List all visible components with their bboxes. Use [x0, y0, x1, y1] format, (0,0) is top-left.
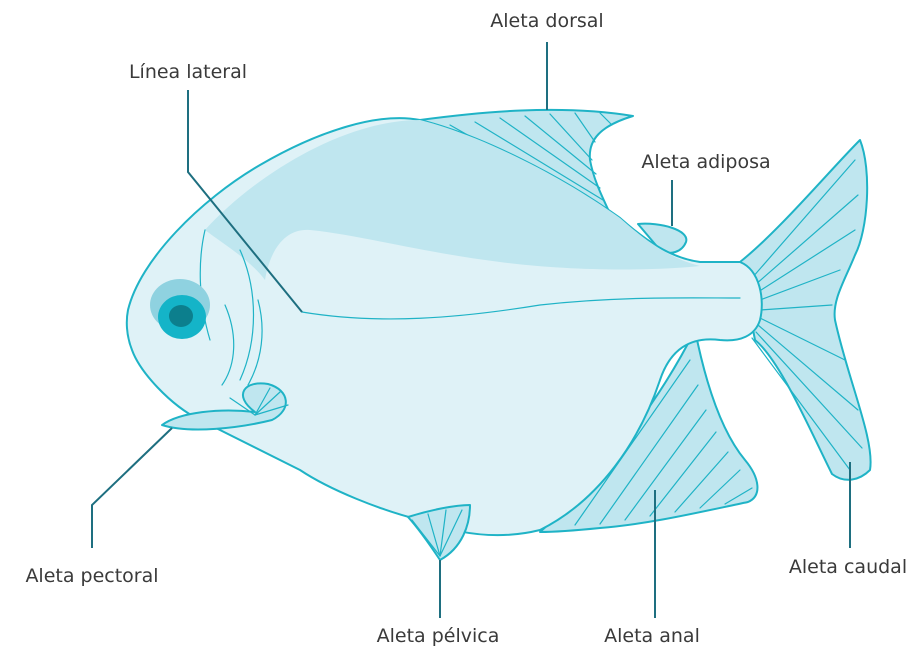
- label-anal-fin: Aleta anal: [604, 625, 700, 647]
- label-adipose-fin: Aleta adiposa: [641, 151, 770, 173]
- label-dorsal-fin: Aleta dorsal: [490, 10, 603, 32]
- pelvic-fin: [408, 505, 470, 560]
- label-caudal-fin: Aleta caudal: [789, 556, 907, 578]
- label-pelvic-fin: Aleta pélvica: [377, 625, 500, 647]
- leader-pectoral: [92, 428, 172, 548]
- label-pectoral-fin: Aleta pectoral: [25, 565, 158, 587]
- label-lateral-line: Línea lateral: [129, 61, 247, 83]
